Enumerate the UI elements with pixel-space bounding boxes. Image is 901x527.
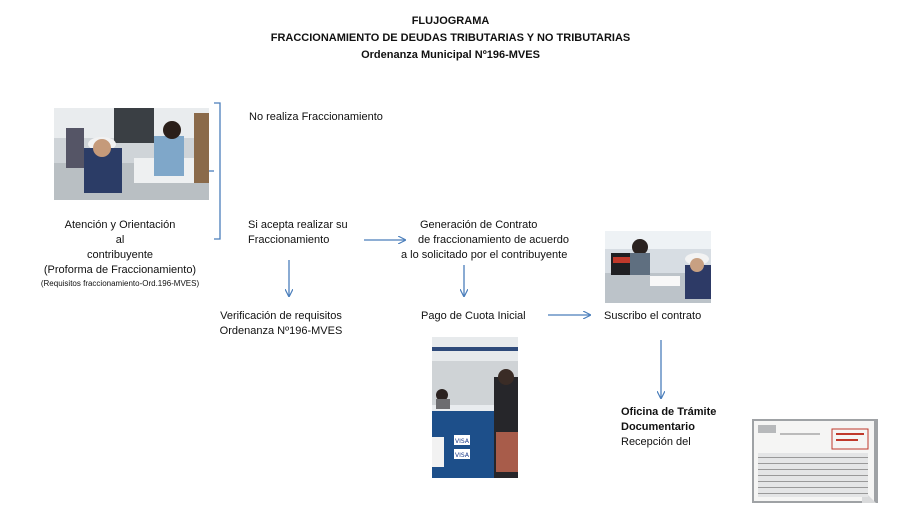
ordinance-title: Ordenanza Municipal Nº196-MVES (361, 49, 540, 61)
photo-contract-signing (605, 231, 711, 303)
photo-attention-desk (54, 108, 209, 200)
atencion-line-4: (Proforma de Fraccionamiento) (43, 264, 197, 276)
decision-bracket (214, 102, 221, 240)
atencion-line-1: Atención y Orientación (64, 219, 176, 231)
generacion-line-3: a lo solicitado por el contribuyente (401, 249, 568, 261)
no-fraccionamiento-label: No realiza Fraccionamiento (249, 111, 383, 123)
atencion-node: Atención y Orientación al contribuyente … (10, 218, 230, 289)
atencion-line-2: al (115, 234, 125, 246)
suscribo-node: Suscribo el contrato (604, 310, 702, 322)
diagram-title: FLUJOGRAMA (411, 15, 490, 27)
photo-document (752, 419, 878, 503)
verificacion-node: Verificación de requisitos Ordenanza Nº1… (196, 309, 366, 339)
pago-node: Pago de Cuota Inicial (421, 310, 526, 322)
generacion-line-1: Generación de Contrato (420, 219, 538, 231)
si-acepta-line-2: Fraccionamiento (248, 234, 330, 246)
svg-text:VISA: VISA (455, 452, 470, 459)
svg-text:VISA: VISA (455, 438, 470, 445)
oficina-line-3: Recepción del (621, 436, 691, 448)
verificacion-line-1: Verificación de requisitos (220, 310, 342, 322)
oficina-line-2: Documentario (621, 421, 695, 433)
si-acepta-line-1: Si acepta realizar su (248, 219, 348, 231)
diagram-subtitle: FRACCIONAMIENTO DE DEUDAS TRIBUTARIAS Y … (270, 32, 631, 44)
generacion-node: Generación de Contrato de fraccionamient… (396, 218, 596, 263)
oficina-line-1: Oficina de Trámite (621, 406, 717, 418)
verificacion-line-2: Ordenanza Nº196-MVES (219, 325, 343, 337)
atencion-line-5: (Requisitos fraccionamiento-Ord.196-MVES… (40, 279, 200, 288)
photo-payment-counter: VISA VISA (432, 337, 518, 478)
atencion-line-3: contribuyente (86, 249, 154, 261)
oficina-node: Oficina de Trámite Documentario Recepció… (621, 405, 716, 450)
generacion-line-2: de fraccionamiento de acuerdo (418, 234, 570, 246)
si-acepta-node: Si acepta realizar su Fraccionamiento (248, 218, 348, 248)
